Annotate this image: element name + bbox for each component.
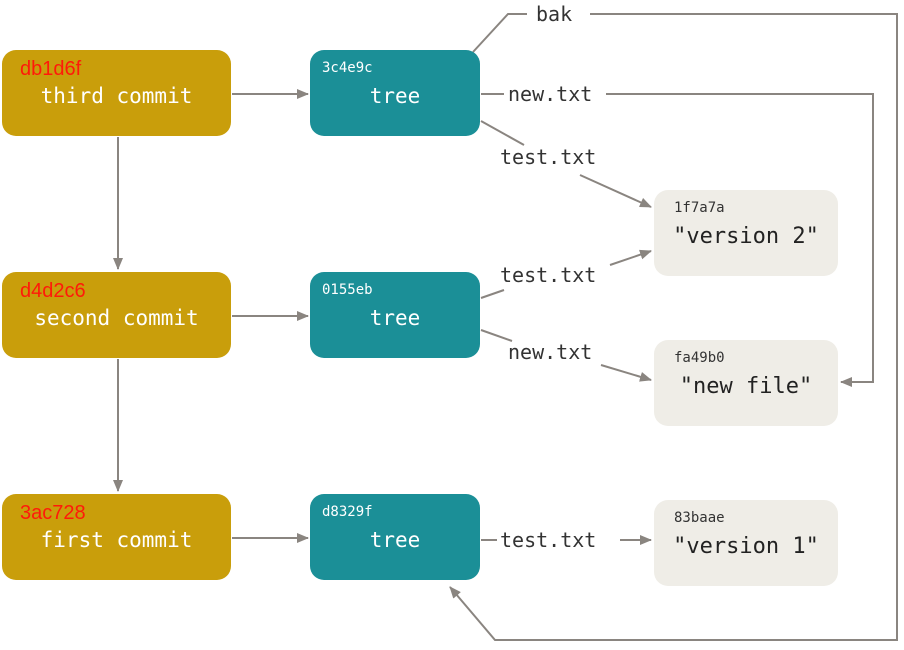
- commit-node-first: 3ac728 first commit: [2, 494, 231, 580]
- edge-t2-test-b: [609, 249, 652, 266]
- commit-label: third commit: [40, 84, 193, 108]
- blob-node-1f7a7a: 1f7a7a "version 2": [654, 190, 838, 276]
- blob-content: "version 2": [673, 224, 819, 249]
- edge-t1-test-b: [579, 174, 652, 208]
- tree-hash: d8329f: [322, 504, 373, 520]
- tree-label: tree: [369, 528, 421, 552]
- blob-content: "version 1": [673, 534, 819, 559]
- edge-t1-new-b: [606, 93, 874, 387]
- blob-node-83baae: 83baae "version 1": [654, 500, 838, 586]
- edge-t2-new-a: [480, 329, 513, 342]
- edge-t1-test-a: [480, 120, 525, 146]
- commit-label: second commit: [34, 306, 199, 330]
- tree-label: tree: [369, 306, 421, 330]
- edge-t2-test-a: [480, 289, 505, 299]
- tree-node-3c4e9c: 3c4e9c tree: [310, 50, 480, 136]
- tree-label: tree: [369, 84, 421, 108]
- edge-label-t1-test: test.txt: [500, 145, 597, 169]
- commit-label: first commit: [40, 528, 193, 552]
- edge-t2-new-b: [600, 364, 652, 382]
- edge-bak-return: [449, 13, 898, 641]
- tree-node-d8329f: d8329f tree: [310, 494, 480, 580]
- edge-label-t2-new: new.txt: [508, 340, 593, 364]
- edge-label-bak: bak: [536, 2, 573, 26]
- edge-label-t3-test: test.txt: [500, 528, 597, 552]
- blob-hash: fa49b0: [674, 350, 725, 366]
- blob-hash: 1f7a7a: [674, 200, 725, 216]
- commit-hash: d4d2c6: [20, 280, 86, 302]
- blob-node-fa49b0: fa49b0 "new file": [654, 340, 838, 426]
- blob-hash: 83baae: [674, 510, 725, 526]
- commit-hash: 3ac728: [20, 502, 86, 524]
- commit-node-third: db1d6f third commit: [2, 50, 231, 136]
- blob-content: "new file": [679, 374, 813, 399]
- tree-node-0155eb: 0155eb tree: [310, 272, 480, 358]
- tree-hash: 0155eb: [322, 282, 373, 298]
- tree-hash: 3c4e9c: [322, 60, 373, 76]
- edge-label-t2-test: test.txt: [500, 263, 597, 287]
- commit-hash: db1d6f: [20, 58, 82, 80]
- commit-node-second: d4d2c6 second commit: [2, 272, 231, 358]
- edge-label-t1-new: new.txt: [508, 82, 593, 106]
- edge-bak: [472, 13, 527, 53]
